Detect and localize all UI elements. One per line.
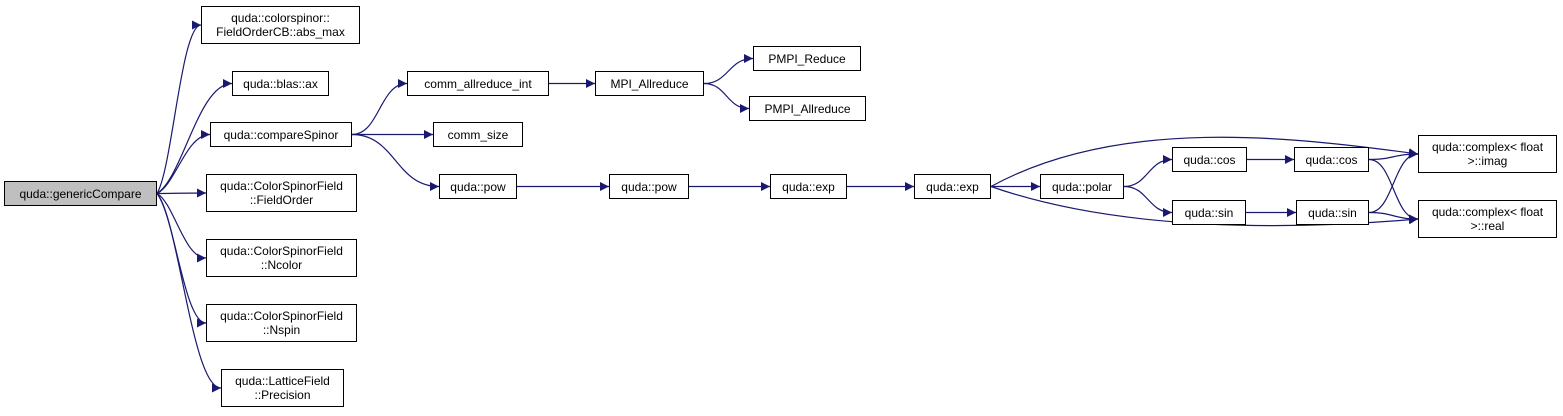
node-pow1[interactable]: quda::pow [439, 174, 517, 199]
node-label: quda::ColorSpinorField [220, 179, 343, 193]
node-label: MPI_Allreduce [610, 76, 689, 91]
edge-genericCompare-to-abs_max [156, 20, 202, 194]
node-label: quda::exp [782, 179, 835, 194]
edge-MPI_Allreduce-to-PMPI_Allreduce [703, 82, 750, 113]
node-FieldOrder[interactable]: quda::ColorSpinorField ::FieldOrder [206, 174, 357, 212]
node-label: PMPI_Allreduce [764, 101, 851, 116]
edge-polar-to-cos1 [1123, 155, 1173, 188]
edge-compareSpinor-to-pow1 [351, 133, 440, 191]
node-MPI_Allreduce[interactable]: MPI_Allreduce [595, 71, 704, 96]
edge-genericCompare-to-Nspin [156, 193, 207, 328]
node-label: quda::blas::ax [243, 76, 318, 91]
edge-genericCompare-to-FieldOrder [156, 188, 207, 198]
edge-genericCompare-to-compareSpinor [156, 130, 211, 195]
node-imag[interactable]: quda::complex< float >::imag [1418, 135, 1557, 173]
edge-genericCompare-to-Precision [156, 193, 222, 393]
edge-sin2-to-imag [1368, 149, 1419, 214]
node-label: quda::exp [926, 179, 979, 194]
node-blas_ax[interactable]: quda::blas::ax [232, 71, 329, 96]
node-label: quda::complex< float [1431, 205, 1544, 219]
node-label: >::imag [1467, 154, 1508, 168]
node-label: >::real [1470, 219, 1505, 233]
node-label: quda::polar [1051, 179, 1113, 194]
node-label: quda::cos [1183, 152, 1236, 167]
edge-compareSpinor-to-comm_allreduce_int [351, 79, 408, 136]
node-Precision[interactable]: quda::LatticeField ::Precision [221, 369, 344, 407]
node-label: quda::pow [450, 179, 506, 194]
node-label: comm_allreduce_int [424, 76, 532, 91]
node-genericCompare: quda::genericCompare [4, 181, 157, 206]
node-Nspin[interactable]: quda::ColorSpinorField ::Nspin [206, 304, 357, 342]
edge-MPI_Allreduce-to-PMPI_Reduce [703, 54, 754, 85]
node-sin2[interactable]: quda::sin [1296, 200, 1369, 225]
node-exp2[interactable]: quda::exp [914, 174, 991, 199]
edge-sin2-to-real [1368, 211, 1419, 224]
node-Ncolor[interactable]: quda::ColorSpinorField ::Ncolor [206, 239, 357, 277]
node-label: quda::LatticeField [235, 374, 330, 388]
node-comm_size[interactable]: comm_size [433, 122, 523, 147]
edge-polar-to-sin1 [1123, 185, 1173, 217]
node-label: ::FieldOrder [249, 193, 314, 207]
node-label: ::Nspin [262, 323, 301, 337]
node-label: quda::sin [1308, 205, 1357, 220]
node-PMPI_Reduce[interactable]: PMPI_Reduce [753, 46, 861, 71]
node-cos1[interactable]: quda::cos [1172, 147, 1247, 172]
node-PMPI_Allreduce[interactable]: PMPI_Allreduce [749, 96, 866, 121]
node-real[interactable]: quda::complex< float >::real [1418, 200, 1557, 238]
node-label: quda::cos [1305, 152, 1358, 167]
node-polar[interactable]: quda::polar [1040, 174, 1124, 199]
node-cos2[interactable]: quda::cos [1294, 147, 1369, 172]
node-sin1[interactable]: quda::sin [1172, 200, 1246, 225]
node-label: quda::colorspinor:: [231, 11, 330, 25]
edge-exp2-to-imag [990, 136, 1419, 188]
node-label: ::Precision [254, 388, 311, 402]
node-label: quda::pow [621, 179, 677, 194]
node-label: quda::ColorSpinorField [220, 244, 343, 258]
node-label: PMPI_Reduce [768, 51, 846, 66]
node-label: quda::compareSpinor [223, 127, 339, 142]
node-label: FieldOrderCB::abs_max [216, 25, 345, 39]
edge-genericCompare-to-blas_ax [156, 79, 233, 195]
node-label: ::Ncolor [260, 258, 303, 272]
node-comm_allreduce_int[interactable]: comm_allreduce_int [407, 71, 549, 96]
node-label: quda::ColorSpinorField [220, 309, 343, 323]
node-abs_max[interactable]: quda::colorspinor:: FieldOrderCB::abs_ma… [201, 6, 360, 44]
node-label: quda::complex< float [1431, 140, 1544, 154]
node-label: quda::genericCompare [19, 186, 142, 201]
edge-genericCompare-to-Ncolor [156, 192, 207, 263]
node-label: comm_size [447, 127, 509, 142]
node-compareSpinor[interactable]: quda::compareSpinor [210, 122, 352, 147]
node-exp1[interactable]: quda::exp [770, 174, 847, 199]
node-pow2[interactable]: quda::pow [609, 174, 689, 199]
node-label: quda::sin [1184, 205, 1234, 220]
